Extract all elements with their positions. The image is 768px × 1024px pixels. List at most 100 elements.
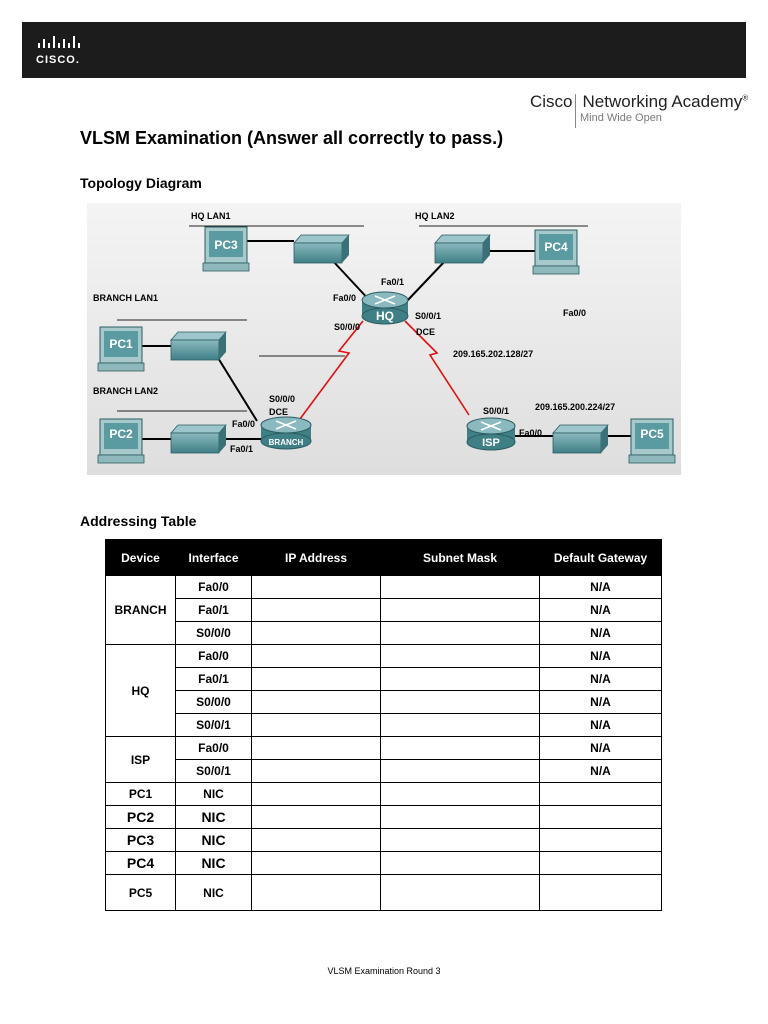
header-device: Device	[105, 539, 176, 576]
gateway-cell: N/A	[539, 598, 662, 622]
header-default-gateway: Default Gateway	[539, 539, 662, 576]
table-header-row: Device Interface IP Address Subnet Mask …	[105, 539, 662, 576]
device-cell: HQ	[105, 644, 176, 737]
lan-underlines	[117, 225, 588, 412]
interface-cell: S0/0/1	[175, 713, 252, 737]
branch-fa01-label: Fa0/1	[230, 444, 253, 454]
table-row: PC2 NIC	[105, 805, 662, 829]
subnet-mask-field[interactable]	[380, 621, 540, 645]
ip-address-field[interactable]	[251, 851, 381, 875]
branch-lan1-label: BRANCH LAN1	[93, 293, 158, 303]
pc3-label: PC3	[214, 238, 238, 252]
ip-address-field[interactable]	[251, 713, 381, 737]
pc2-label: PC2	[109, 427, 133, 441]
isp-net-label: 209.165.200.224/27	[535, 402, 615, 412]
isp-fa00-label: Fa0/0	[519, 428, 542, 438]
hq-label: HQ	[376, 309, 394, 323]
gateway-field[interactable]	[539, 851, 662, 875]
table-row: S0/0/1 N/A	[106, 713, 662, 737]
ip-address-field[interactable]	[251, 736, 381, 760]
subnet-mask-field[interactable]	[380, 644, 540, 668]
topology-diagram: PC3 PC4 PC1 PC2 PC5 HQ BRANCH	[87, 203, 681, 475]
gateway-field[interactable]	[539, 828, 662, 852]
subnet-mask-field[interactable]	[380, 874, 540, 911]
wan-hq-isp-label: 209.165.202.128/27	[453, 349, 533, 359]
header-interface: Interface	[175, 539, 252, 576]
hq-fa00-label: Fa0/0	[333, 293, 356, 303]
ip-address-field[interactable]	[251, 874, 381, 911]
table-row: PC1 NIC	[105, 782, 662, 806]
gateway-cell: N/A	[539, 759, 662, 783]
pc5-label: PC5	[640, 427, 664, 441]
switch-icon	[170, 331, 227, 361]
fa00-right-label: Fa0/0	[563, 308, 586, 318]
ip-address-field[interactable]	[251, 598, 381, 622]
subnet-mask-field[interactable]	[380, 736, 540, 760]
gateway-field[interactable]	[539, 782, 662, 806]
ip-address-field[interactable]	[251, 782, 381, 806]
gateway-cell: N/A	[539, 736, 662, 760]
subnet-mask-field[interactable]	[380, 759, 540, 783]
subnet-mask-field[interactable]	[380, 851, 540, 875]
pc1-label: PC1	[109, 337, 133, 351]
header-bar: CISCO.	[22, 22, 746, 78]
branch-lan2-label: BRANCH LAN2	[93, 386, 158, 396]
table-row: PC3 NIC	[105, 828, 662, 852]
subnet-mask-field[interactable]	[380, 713, 540, 737]
page-footer: VLSM Examination Round 3	[327, 966, 441, 976]
interface-cell: Fa0/1	[175, 667, 252, 691]
header-ip-address: IP Address	[251, 539, 381, 576]
pc1-icon: PC1	[97, 326, 145, 372]
switch-icon	[434, 234, 491, 264]
gateway-field[interactable]	[539, 805, 662, 829]
device-cell: PC4	[105, 851, 176, 875]
ip-address-field[interactable]	[251, 828, 381, 852]
page-title: VLSM Examination (Answer all correctly t…	[80, 128, 504, 148]
hq-s000-label: S0/0/0	[334, 322, 360, 332]
gateway-cell: N/A	[539, 621, 662, 645]
device-cell: PC1	[105, 782, 176, 806]
ip-address-field[interactable]	[251, 690, 381, 714]
table-row: Fa0/1 N/A	[106, 667, 662, 691]
subnet-mask-field[interactable]	[380, 575, 540, 599]
ip-address-field[interactable]	[251, 621, 381, 645]
ip-address-field[interactable]	[251, 667, 381, 691]
device-cell: BRANCH	[105, 575, 176, 645]
table-row: S0/0/1 N/A	[106, 759, 662, 783]
isp-label: ISP	[482, 437, 500, 449]
interface-cell: NIC	[175, 874, 252, 911]
academy-name: Networking Academy	[582, 92, 743, 111]
ip-address-field[interactable]	[251, 644, 381, 668]
gateway-field[interactable]	[539, 874, 662, 911]
isp-s001-label: S0/0/1	[483, 406, 509, 416]
subnet-mask-field[interactable]	[380, 598, 540, 622]
subnet-mask-field[interactable]	[380, 805, 540, 829]
branch-router-icon: BRANCH	[260, 416, 312, 450]
cisco-logo: CISCO.	[36, 36, 96, 68]
hq-fa01-label: Fa0/1	[381, 277, 404, 287]
device-cell: PC3	[105, 828, 176, 852]
topology-heading: Topology Diagram	[80, 175, 202, 191]
interface-cell: Fa0/0	[175, 644, 252, 668]
branch-s000-label: S0/0/0	[269, 394, 295, 404]
ip-address-field[interactable]	[251, 575, 381, 599]
ip-address-field[interactable]	[251, 805, 381, 829]
interface-cell: NIC	[175, 805, 252, 829]
hq-s001-label: S0/0/1	[415, 311, 441, 321]
gateway-cell: N/A	[539, 690, 662, 714]
hq-dce-label: DCE	[416, 327, 435, 337]
branch-dce-label: DCE	[269, 407, 288, 417]
ip-address-field[interactable]	[251, 759, 381, 783]
subnet-mask-field[interactable]	[380, 667, 540, 691]
subnet-mask-field[interactable]	[380, 782, 540, 806]
subnet-mask-field[interactable]	[380, 690, 540, 714]
academy-divider	[575, 94, 576, 128]
interface-cell: Fa0/1	[175, 598, 252, 622]
pc4-icon: PC4	[532, 229, 580, 275]
pc5-icon: PC5	[628, 418, 676, 464]
pc3-icon: PC3	[202, 226, 250, 272]
subnet-mask-field[interactable]	[380, 828, 540, 852]
table-row: ISP Fa0/0 N/A	[105, 736, 662, 783]
